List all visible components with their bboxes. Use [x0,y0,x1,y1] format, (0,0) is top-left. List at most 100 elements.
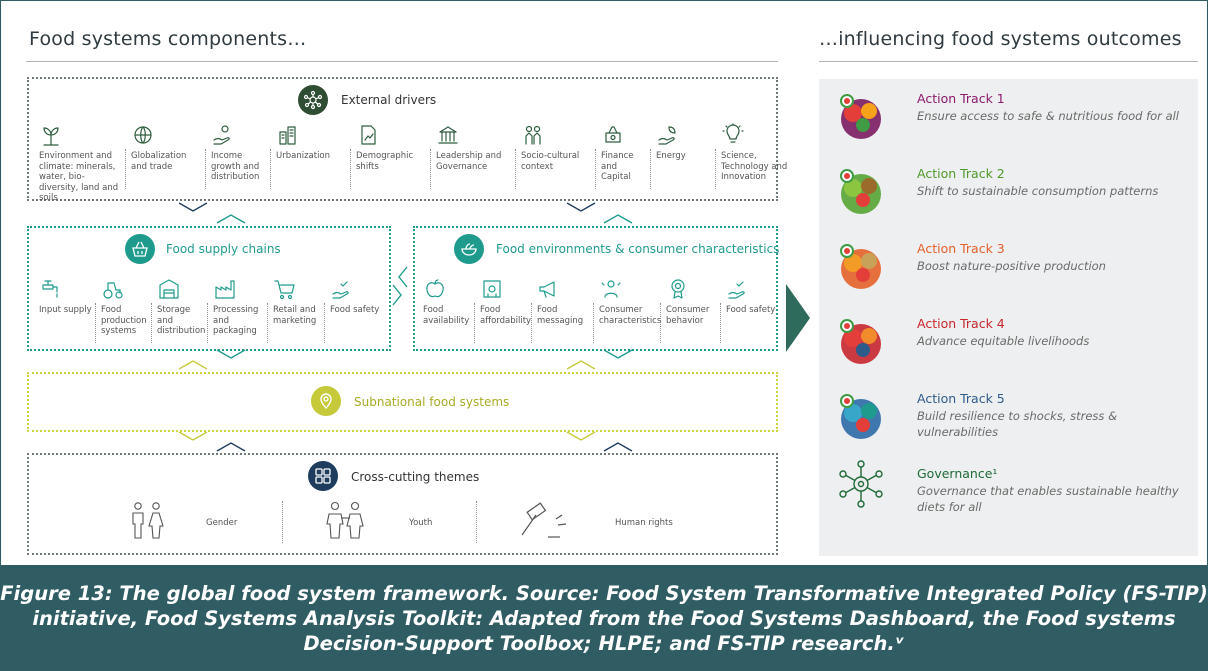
external-item: Leadership and Governance [436,123,512,172]
action-track-3: Action Track 3 Boost nature-positive prod… [819,237,1198,297]
action-track-subtitle: Governance that enables sustainable heal… [917,484,1179,514]
basket-icon [125,234,155,264]
gavel-icon [521,502,567,538]
item-label: Urbanization [276,151,331,161]
chevrons-row-2 [178,349,633,370]
item-divider [125,149,126,189]
action-track-2: Action Track 2 Shift to sustainable consu… [819,162,1198,222]
item-label: Food production systems [101,305,147,336]
item-divider [207,303,208,343]
action-track-4-icon [833,312,889,372]
food-supply-chains-title: Food supply chains [166,242,281,256]
action-track-title: Action Track 5 [917,391,1005,406]
item-label: Environment and climate: minerals, water… [39,151,119,203]
item-divider [531,303,532,343]
item-label: Socio-cultural context [521,151,580,172]
storage-icon [157,277,207,301]
supply-item: Storage and distribution [157,277,207,337]
hand-check-icon [330,277,384,301]
action-track-subtitle: Ensure access to safe & nutritious food … [917,109,1180,123]
money-icon [601,123,647,147]
item-label: Finance and Capital [601,151,634,182]
environments-item: Food affordability [480,277,532,326]
action-track-subtitle: Shift to sustainable consumption pattern… [917,184,1159,198]
action-track-subtitle: Build resilience to shocks, stress & vul… [917,409,1118,439]
external-item: Finance and Capital [601,123,647,183]
action-track-title: Action Track 4 [917,316,1005,331]
youth-icon [326,501,364,539]
megaphone-icon [537,277,593,301]
item-divider [270,149,271,189]
item-label: Income growth and distribution [211,151,260,182]
item-divider [95,303,96,343]
hand-check-icon [726,277,780,301]
item-label: Food availability [423,305,470,326]
environments-item: Food safety [726,277,780,316]
item-label: Food messaging [537,305,584,326]
item-divider [267,303,268,343]
environments-item: Food messaging [537,277,593,326]
item-label: Food affordability [480,305,532,326]
item-divider [595,149,596,189]
action-track-3-icon [833,237,889,297]
item-label: Processing and packaging [213,305,259,336]
item-divider [593,303,594,343]
item-divider [205,149,206,189]
consumer-icon [599,277,661,301]
supply-item: Food production systems [101,277,151,337]
external-drivers-title: External drivers [341,93,437,107]
supply-item: Food safety [330,277,384,316]
external-item: Socio-cultural context [521,123,593,172]
item-label: Leadership and Governance [436,151,502,172]
action-track-title: Action Track 2 [917,166,1005,181]
external-item: Income growth and distribution [211,123,267,183]
environments-item: Consumer characteristics [599,277,661,326]
item-divider [650,149,651,189]
subnational-box [27,372,778,432]
theme-youth-label: Youth [409,518,433,528]
item-label: Food safety [726,305,776,315]
external-item: Energy [656,123,712,162]
right-header: …influencing food systems outcomes [819,28,1182,50]
plant-icon [39,123,123,147]
theme-divider [282,501,283,543]
governance-network-icon [833,456,889,516]
item-divider [715,149,716,189]
subnational-title: Subnational food systems [354,395,510,409]
item-divider [324,303,325,343]
theme-gender-label: Gender [206,518,238,528]
apple-icon [423,277,473,301]
item-divider [660,303,661,343]
external-item: Globalization and trade [131,123,203,172]
item-label: Energy [656,151,686,161]
caption-line-2: initiative, Food Systems Analysis Toolki… [32,607,1176,630]
item-label: Consumer behavior [666,305,710,326]
people-icon [521,123,593,147]
item-label: Input supply [39,305,92,315]
left-header-rule [26,61,778,62]
hand-leaf-icon [656,123,712,147]
external-item: Science, Technology and Innovation [721,123,791,183]
item-label: Demographic shifts [356,151,414,172]
caption-line-1: Figure 13: The global food system framew… [0,582,1208,605]
side-chevrons [392,266,408,306]
action-track-subtitle: Boost nature-positive production [917,259,1106,273]
external-item: Urbanization [276,123,348,162]
item-label: Food safety [330,305,380,315]
action-track-5-icon [833,387,889,447]
diagram-frame: Food systems components… …influencing fo… [0,0,1208,566]
external-item: Environment and climate: minerals, water… [39,123,123,204]
gender-icon [132,502,164,539]
factory-icon [213,277,267,301]
cross-cutting-box [27,453,778,555]
chevrons-row-1 [178,202,633,224]
item-divider [430,149,431,189]
institution-icon [436,123,512,147]
action-track-title: Action Track 3 [917,241,1005,256]
big-arrow-icon [786,284,810,352]
cross-cutting-title: Cross-cutting themes [351,470,480,484]
item-divider [720,303,721,343]
